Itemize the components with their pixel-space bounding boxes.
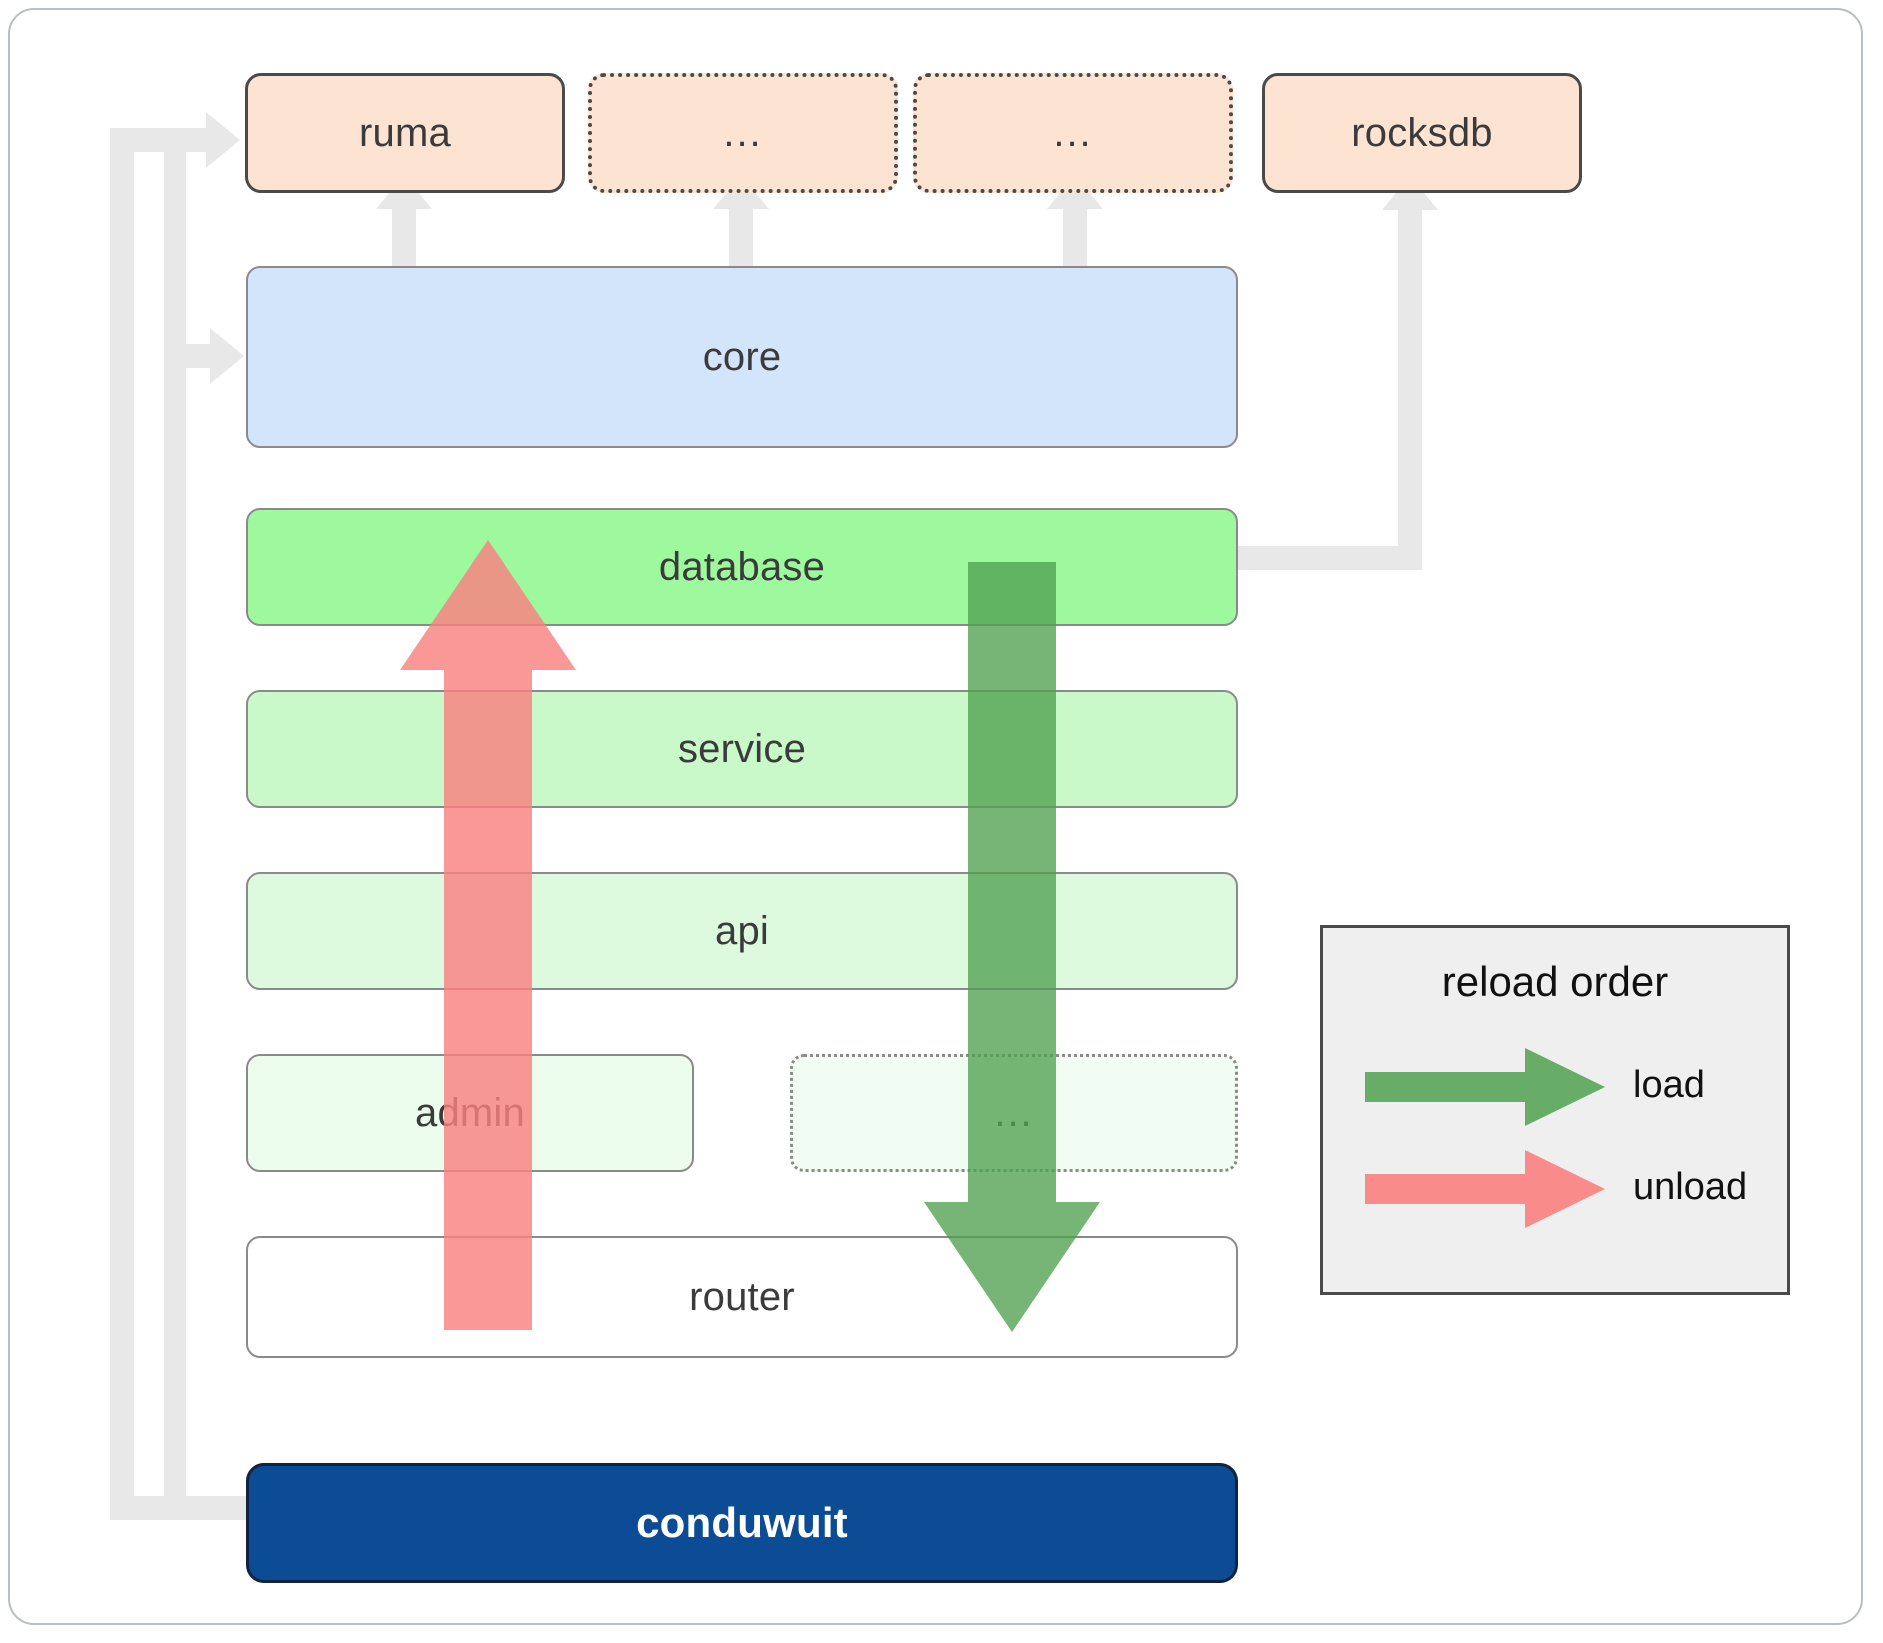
legend-load-arrow-icon xyxy=(1365,1048,1605,1126)
layer-label-etc: ... xyxy=(994,1090,1034,1135)
layer-box-etc[interactable]: ... xyxy=(790,1054,1238,1172)
connector-to-ruma-arrowhead xyxy=(206,112,240,168)
dependency-label-2: ... xyxy=(723,110,763,155)
layer-box-core[interactable]: core xyxy=(246,266,1238,448)
dependency-box-2[interactable]: ... xyxy=(588,73,898,193)
legend-title: reload order xyxy=(1441,958,1669,1005)
core-to-dep3-stem xyxy=(1063,205,1087,267)
layer-box-service[interactable]: service xyxy=(246,690,1238,808)
database-to-rocksdb-horizontal xyxy=(1232,546,1422,570)
legend-panel: reload order load unload xyxy=(1320,925,1790,1295)
layer-label-core: core xyxy=(702,334,782,379)
core-to-dep2-stem xyxy=(729,205,753,267)
connector-to-core-arrowhead xyxy=(210,328,244,384)
dependency-box-rocksdb[interactable]: rocksdb xyxy=(1262,73,1582,193)
layer-label-database: database xyxy=(658,544,826,589)
layer-box-router[interactable]: router xyxy=(246,1236,1238,1358)
connector-trunk-inner xyxy=(164,152,186,1498)
database-to-rocksdb-vertical xyxy=(1398,206,1422,566)
layer-box-admin[interactable]: admin xyxy=(246,1054,694,1172)
dependency-label-ruma: ruma xyxy=(359,110,451,155)
connector-to-ruma xyxy=(110,128,214,152)
connector-to-core xyxy=(164,344,218,368)
diagram-frame xyxy=(8,8,1863,1625)
connector-bottom-to-conduwuit xyxy=(110,1496,250,1520)
layer-label-api: api xyxy=(715,908,769,953)
core-to-ruma-stem xyxy=(392,205,416,267)
legend-unload-arrow-icon xyxy=(1365,1150,1605,1228)
layer-box-database[interactable]: database xyxy=(246,508,1238,626)
dependency-box-3[interactable]: ... xyxy=(913,73,1233,193)
layer-label-service: service xyxy=(677,726,807,771)
legend-label-load: load xyxy=(1633,1064,1705,1106)
connector-trunk-outer xyxy=(110,128,134,1520)
legend-label-unload: unload xyxy=(1633,1166,1748,1208)
layer-box-api[interactable]: api xyxy=(246,872,1238,990)
root-box-conduwuit[interactable]: conduwuit xyxy=(246,1463,1238,1583)
dependency-box-ruma[interactable]: ruma xyxy=(245,73,565,193)
root-label-conduwuit: conduwuit xyxy=(636,1499,848,1546)
dependency-label-3: ... xyxy=(1053,110,1093,155)
layer-label-router: router xyxy=(689,1274,795,1319)
dependency-label-rocksdb: rocksdb xyxy=(1351,110,1493,155)
layer-label-admin: admin xyxy=(415,1090,525,1135)
